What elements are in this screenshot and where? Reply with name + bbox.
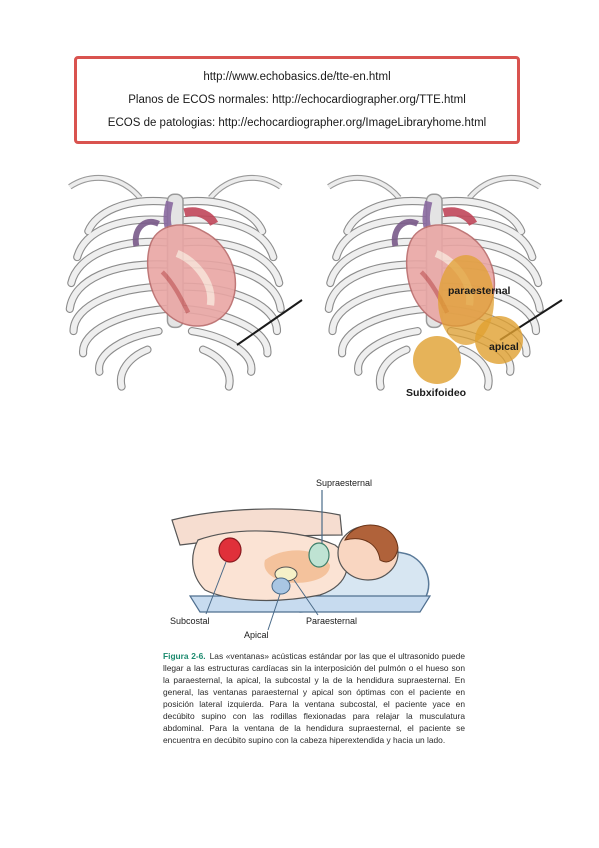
window-paraesternal	[438, 255, 494, 345]
link-pathologies[interactable]: ECOS de patologias: http://echocardiogra…	[107, 117, 487, 130]
patient-window-suprasternal	[308, 542, 330, 568]
links-box: http://www.echobasics.de/tte-en.html Pla…	[74, 56, 520, 144]
window-subxifoideo	[413, 336, 461, 384]
label-apical: apical	[489, 341, 519, 353]
caption-text: Las «ventanas» acústicas estándar por la…	[163, 651, 465, 745]
link-normal-planes[interactable]: Planos de ECOS normales: http://echocard…	[128, 93, 466, 106]
window-apical	[475, 316, 523, 364]
link-echobasics[interactable]: http://www.echobasics.de/tte-en.html	[203, 70, 391, 83]
label-paraesternal: paraesternal	[448, 285, 511, 297]
figure-label: Figura 2-6.	[163, 651, 206, 661]
label-subcostal: Subcostal	[170, 616, 210, 626]
label-subxifoideo: Subxifoideo	[406, 387, 466, 399]
figure-caption: Figura 2-6.Las «ventanas» acústicas está…	[163, 650, 465, 746]
label-supraesternal: Supraesternal	[316, 478, 372, 488]
patient-illustration	[171, 490, 432, 631]
chest-illustration-left	[70, 178, 281, 387]
patient-window-subcostal	[218, 537, 242, 563]
probe-line-left	[236, 299, 303, 346]
label-patient-paraesternal: Paraesternal	[306, 616, 357, 626]
label-patient-apical: Apical	[244, 630, 269, 640]
patient-window-apical	[271, 577, 291, 595]
